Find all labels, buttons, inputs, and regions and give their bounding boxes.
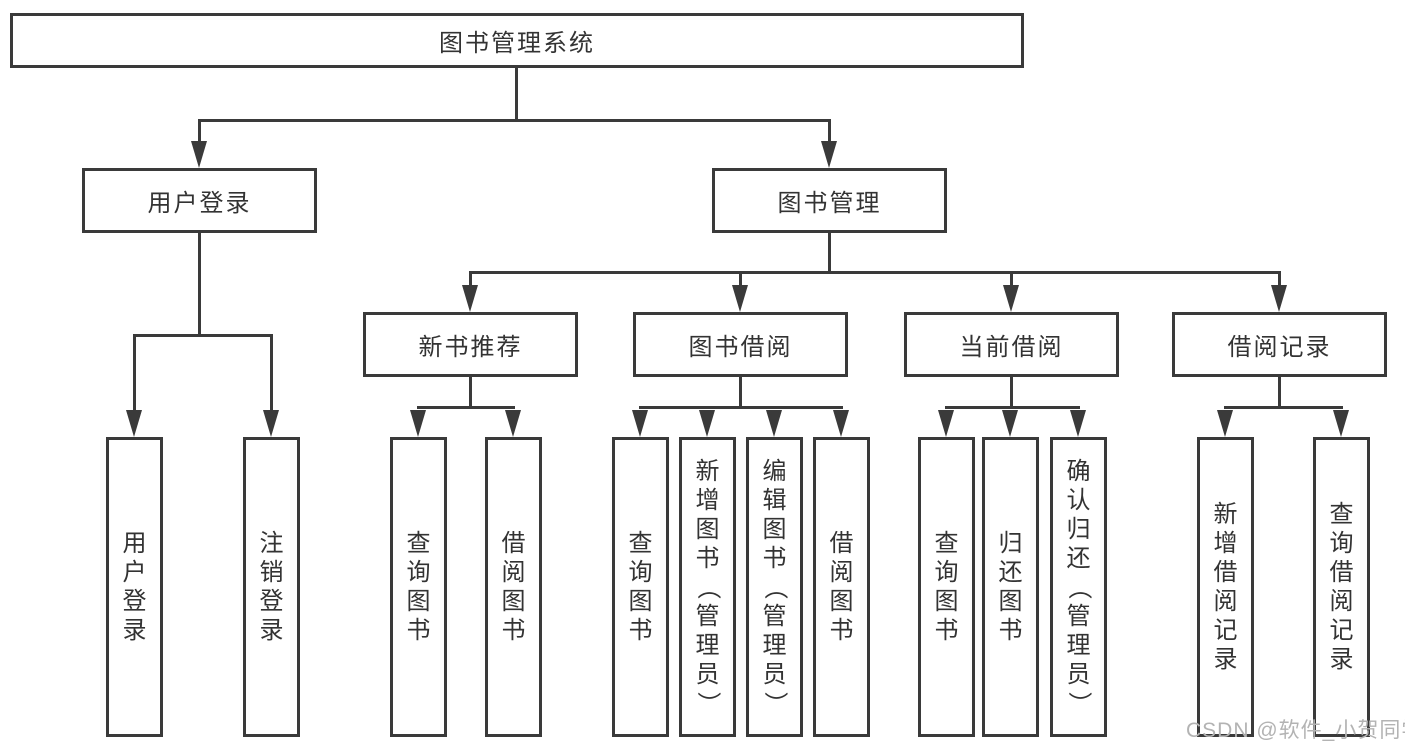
leaf-query-borrow-record: 查询借阅记录 bbox=[1313, 437, 1370, 737]
arrowhead-down-icon bbox=[505, 410, 521, 437]
connector-line bbox=[469, 271, 1281, 274]
node-label: 用户登录 bbox=[147, 190, 252, 217]
node-label: 新书推荐 bbox=[418, 334, 523, 361]
node-label: 新增借阅记录 bbox=[1213, 501, 1238, 673]
arrowhead-down-icon bbox=[410, 410, 426, 437]
node-label: 借阅图书 bbox=[829, 530, 854, 644]
node-book-management: 图书管理 bbox=[712, 168, 947, 233]
node-current-borrowing: 当前借阅 bbox=[904, 312, 1119, 377]
leaf-return-book: 归还图书 bbox=[982, 437, 1039, 737]
connector-line bbox=[417, 406, 515, 409]
arrowhead-down-icon bbox=[462, 285, 478, 312]
arrowhead-down-icon bbox=[191, 141, 207, 168]
node-label: 用户登录 bbox=[122, 530, 147, 644]
node-label: 查询图书 bbox=[628, 530, 653, 644]
node-label: 新增图书（管理员） bbox=[694, 457, 721, 716]
connector-line bbox=[198, 119, 201, 144]
arrowhead-down-icon bbox=[699, 410, 715, 437]
arrowhead-down-icon bbox=[1003, 285, 1019, 312]
node-label: 借阅记录 bbox=[1227, 334, 1332, 361]
node-user-login: 用户登录 bbox=[82, 168, 317, 233]
arrowhead-down-icon bbox=[1333, 410, 1349, 437]
leaf-query-books: 查询图书 bbox=[390, 437, 447, 737]
connector-line bbox=[1224, 406, 1343, 409]
node-label: 注销登录 bbox=[259, 530, 284, 644]
connector-line bbox=[828, 119, 831, 144]
arrowhead-down-icon bbox=[1271, 285, 1287, 312]
arrowhead-down-icon bbox=[1002, 410, 1018, 437]
leaf-edit-book-admin: 编辑图书（管理员） bbox=[746, 437, 803, 737]
node-label: 查询借阅记录 bbox=[1329, 501, 1354, 673]
node-label: 图书管理系统 bbox=[439, 30, 595, 57]
leaf-confirm-return-admin: 确认归还（管理员） bbox=[1050, 437, 1107, 737]
arrowhead-down-icon bbox=[833, 410, 849, 437]
connector-line bbox=[270, 334, 273, 412]
node-label: 图书管理 bbox=[777, 190, 882, 217]
leaf-add-borrow-record: 新增借阅记录 bbox=[1197, 437, 1254, 737]
connector-line bbox=[133, 334, 273, 337]
connector-line bbox=[639, 406, 843, 409]
connector-line bbox=[198, 119, 831, 122]
connector-line bbox=[469, 375, 472, 408]
leaf-add-book-admin: 新增图书（管理员） bbox=[679, 437, 736, 737]
connector-line bbox=[469, 271, 472, 288]
node-book-borrowing: 图书借阅 bbox=[633, 312, 848, 377]
arrowhead-down-icon bbox=[938, 410, 954, 437]
leaf-borrow-books: 借阅图书 bbox=[813, 437, 870, 737]
node-label: 归还图书 bbox=[998, 530, 1023, 644]
connector-line bbox=[198, 231, 201, 336]
node-label: 借阅图书 bbox=[501, 530, 526, 644]
arrowhead-down-icon bbox=[732, 285, 748, 312]
leaf-query-books: 查询图书 bbox=[612, 437, 669, 737]
node-label: 编辑图书（管理员） bbox=[761, 457, 788, 716]
leaf-logout: 注销登录 bbox=[243, 437, 300, 737]
arrowhead-down-icon bbox=[766, 410, 782, 437]
arrowhead-down-icon bbox=[1217, 410, 1233, 437]
leaf-user-login: 用户登录 bbox=[106, 437, 163, 737]
node-label: 查询图书 bbox=[934, 530, 959, 644]
leaf-borrow-books: 借阅图书 bbox=[485, 437, 542, 737]
arrowhead-down-icon bbox=[632, 410, 648, 437]
arrowhead-down-icon bbox=[126, 410, 142, 437]
node-new-book-recommendation: 新书推荐 bbox=[363, 312, 578, 377]
arrowhead-down-icon bbox=[1070, 410, 1086, 437]
connector-line bbox=[828, 231, 831, 273]
node-library-management-system: 图书管理系统 bbox=[10, 13, 1024, 68]
connector-line bbox=[739, 375, 742, 408]
connector-line bbox=[1278, 271, 1281, 288]
connector-line bbox=[1278, 375, 1281, 408]
node-borrowing-records: 借阅记录 bbox=[1172, 312, 1387, 377]
node-label: 确认归还（管理员） bbox=[1065, 457, 1092, 716]
connector-line bbox=[133, 334, 136, 412]
node-label: 当前借阅 bbox=[959, 334, 1064, 361]
watermark: CSDN @软件_小贺同学 bbox=[1186, 719, 1405, 742]
leaf-query-books: 查询图书 bbox=[918, 437, 975, 737]
connector-line bbox=[1010, 271, 1013, 288]
connector-line bbox=[945, 406, 1080, 409]
node-label: 查询图书 bbox=[406, 530, 431, 644]
arrowhead-down-icon bbox=[821, 141, 837, 168]
connector-line bbox=[1010, 375, 1013, 408]
arrowhead-down-icon bbox=[263, 410, 279, 437]
node-label: 图书借阅 bbox=[688, 334, 793, 361]
connector-line bbox=[739, 271, 742, 288]
connector-line bbox=[515, 66, 518, 122]
